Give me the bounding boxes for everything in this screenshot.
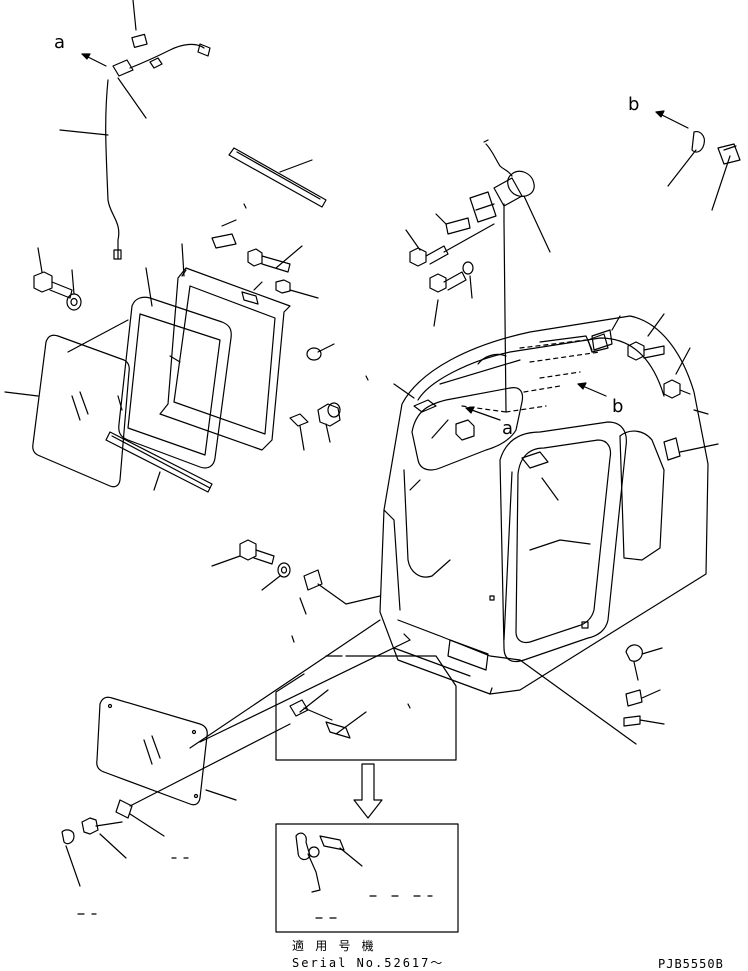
upper-rail [228,147,327,208]
arrow-a-mid [465,406,501,421]
mid-hardware [211,219,341,451]
drawing-code: PJB5550B [658,957,724,971]
arrow-b-mid [577,382,607,397]
top-right-hardware [667,131,741,211]
window-frame-group [4,243,291,493]
mid-left-bolts [211,539,381,643]
wire-harness-group [59,0,211,260]
callout-b-top: b [628,94,640,115]
right-lower-parts [519,644,665,745]
serial-number-label: Serial No.52617～ [292,956,445,970]
applicable-model-label: 適 用 号 機 [292,939,376,953]
arrow-down-icon [353,763,383,819]
detail-box-upper [275,655,457,761]
arrow-a-top [81,53,107,67]
detail-box-lower [275,823,459,933]
arrow-b-top [655,110,689,129]
left-bolts [33,247,82,311]
callout-b-mid: b [612,396,624,417]
misc-ticks [77,203,411,915]
cab-body [379,315,709,695]
lower-glass-group [61,619,411,887]
callout-a-mid: a [502,418,514,439]
right-bolts [591,313,719,461]
lamp-bracket-group [405,139,551,413]
callout-a-top: a [54,32,66,53]
